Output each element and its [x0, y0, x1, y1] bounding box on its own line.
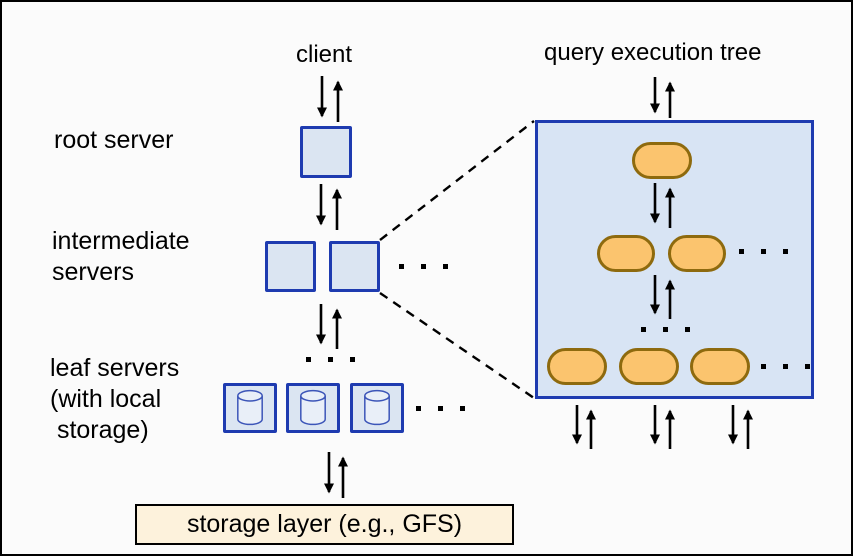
- arrow-pair-panel-output-right: [728, 405, 753, 449]
- query-operator-node: [597, 235, 655, 272]
- query-operator-node: [668, 235, 726, 272]
- ellipsis-more-leaf-servers: [416, 406, 465, 411]
- ellipsis-more-tree-levels: [641, 327, 690, 332]
- database-cylinder-icon: [300, 389, 326, 426]
- leaf-server-node: [223, 383, 277, 433]
- intermediate-server-node: [329, 241, 380, 292]
- ellipsis-more-intermediate-servers: [399, 264, 448, 269]
- query-execution-tree-label: query execution tree: [544, 39, 762, 66]
- root-server-node: [300, 126, 352, 178]
- leaf-servers-label: leaf servers (with local storage): [50, 354, 180, 444]
- database-cylinder-icon: [237, 389, 263, 426]
- database-cylinder-icon: [364, 389, 390, 426]
- root-server-label: root server: [54, 126, 174, 154]
- query-operator-node: [690, 348, 750, 385]
- leaf-server-node: [286, 383, 340, 433]
- ellipsis-more-operators-mid: [739, 249, 788, 254]
- arrow-pair-panel-output-left: [572, 405, 596, 449]
- ellipsis-more-levels: [306, 357, 355, 362]
- ellipsis-more-operators-bottom: [761, 364, 810, 369]
- intermediate-server-node: [265, 241, 316, 292]
- query-operator-node: [632, 142, 692, 179]
- query-operator-node: [619, 348, 679, 385]
- arrow-pair-leaf-storage: [324, 452, 348, 498]
- intermediate-servers-label: intermediate servers: [52, 227, 190, 286]
- zoom-callout-line-top: [379, 120, 535, 241]
- arrow-pair-title-panel: [650, 77, 675, 118]
- arrow-pair-client-root: [317, 76, 343, 122]
- arrow-pair-root-intermediate: [316, 184, 342, 230]
- storage-layer-box: storage layer (e.g., GFS): [135, 504, 514, 545]
- query-operator-node: [547, 348, 607, 385]
- storage-layer-label: storage layer (e.g., GFS): [186, 510, 463, 538]
- client-label: client: [296, 41, 353, 68]
- arrow-pair-panel-output-center: [650, 405, 675, 449]
- zoom-callout-line-bottom: [379, 292, 535, 399]
- arrow-pair-intermediate-leaf: [316, 304, 342, 349]
- leaf-server-node: [350, 383, 404, 433]
